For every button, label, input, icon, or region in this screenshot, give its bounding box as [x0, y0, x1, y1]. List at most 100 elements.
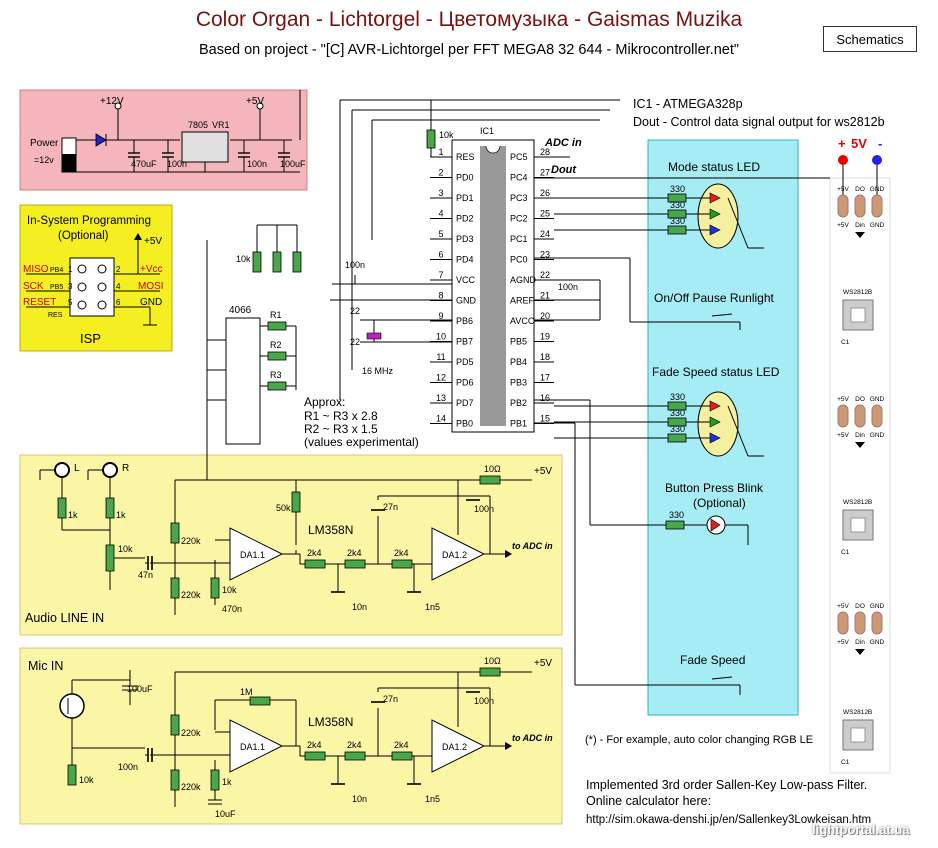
- mode-led-label: Mode status LED: [668, 160, 760, 174]
- pullup-3: [292, 251, 302, 273]
- strip-pad-in-label: GND: [870, 432, 885, 439]
- ic1-pin-name-left: PD2: [456, 214, 474, 224]
- strip-pad: [854, 194, 866, 218]
- mode-led-resistor: [667, 225, 687, 235]
- ic1-chip-label: IC1: [480, 126, 494, 136]
- isp-title: In-System Programming: [27, 215, 151, 227]
- ic1-pin-num-right: 26: [540, 188, 550, 198]
- strip-pad-label: +5V: [837, 603, 849, 610]
- opamp-2-label: DA1.2: [442, 742, 467, 752]
- opamp-1-label: DA1.1: [240, 742, 265, 752]
- blink-r-label: 330: [669, 510, 684, 520]
- c22a-label: 22: [350, 306, 360, 316]
- isp-pin5: 5: [68, 298, 73, 307]
- ic1-pin-name-left: RES: [456, 152, 475, 162]
- r3-resistor: [267, 381, 287, 391]
- c27-label: 27n: [383, 694, 398, 704]
- isp-reset: RESET: [23, 297, 56, 308]
- mic-r1k: [210, 769, 220, 791]
- audio-r1k-r-label: 1k: [116, 510, 126, 520]
- fade-led-resistor: [667, 433, 687, 443]
- isp-pb5: PB5: [50, 284, 63, 291]
- mode-led-resistor-label: 330: [670, 216, 685, 226]
- ic1-pin-num-left: 10: [436, 332, 446, 342]
- mode-led-resistor-label: 330: [670, 184, 685, 194]
- opamp-model-label: LM358N: [308, 715, 353, 729]
- jack-l: [54, 462, 70, 478]
- to-adc-label: to ADC in: [512, 733, 553, 743]
- minus-terminal: [872, 155, 882, 165]
- ic1-pin-num-right: 19: [540, 332, 550, 342]
- r2k4-3-label: 2k4: [394, 740, 409, 750]
- ic1-pin-name-right: PC5: [510, 152, 528, 162]
- ic1-pin-name-left: PD5: [456, 357, 474, 367]
- supply-resistor: [479, 475, 501, 485]
- strip-pad-in-label: Din: [855, 222, 865, 229]
- note-url[interactable]: http://sim.okawa-denshi.jp/en/Sallenkey3…: [586, 814, 871, 826]
- ic1-pin-num-right: 23: [540, 250, 550, 260]
- ic1-pin-name-left: PD1: [456, 193, 474, 203]
- fade-led-label: Fade Speed status LED: [652, 365, 780, 379]
- ic1-pin-name-right: PB1: [510, 419, 527, 429]
- ic1-pin-num-left: 1: [438, 147, 443, 157]
- supply-resistor-label: 10Ω: [484, 464, 501, 474]
- strip-pad-label: DO: [855, 186, 865, 193]
- jack-l-label: L: [74, 463, 80, 474]
- strip-pad: [871, 404, 883, 428]
- audio-c470-label: 470n: [222, 604, 242, 614]
- r2-label: R2: [270, 340, 282, 350]
- strip-pad-label: +5V: [837, 186, 849, 193]
- note-filter-1: Implemented 3rd order Sallen-Key Low-pas…: [586, 778, 867, 792]
- strip-pad-label: GND: [870, 603, 885, 610]
- ic1-pin-name-left: PD3: [456, 234, 474, 244]
- output-arrow: [505, 550, 512, 558]
- r2k4-2: [344, 559, 366, 569]
- res-pullup: [426, 129, 436, 149]
- isp-label: ISP: [80, 331, 101, 346]
- ic1-pin-num-right: 28: [540, 147, 550, 157]
- jack-r-label: R: [122, 463, 129, 474]
- ic1-pin-num-right: 24: [540, 229, 550, 239]
- page-subtitle: Based on project - "[C] AVR-Lichtorgel p…: [198, 42, 740, 58]
- audio-pot50: [291, 491, 301, 513]
- r2k4-1-label: 2k4: [307, 548, 322, 558]
- strip-5v-label: 5V: [851, 136, 867, 151]
- ic1-pin-num-right: 27: [540, 168, 550, 178]
- ic1-pin-name-left: PB6: [456, 316, 473, 326]
- ic1-pin-name-right: AVCC: [510, 316, 535, 326]
- audio-pot50-label: 50k: [276, 503, 291, 513]
- strip-pad-in-label: +5V: [837, 432, 849, 439]
- ic1-pin-name-right: PB4: [510, 357, 527, 367]
- audio-r10k-label: 10k: [222, 585, 237, 595]
- crystal: [366, 332, 382, 340]
- audio-specifics: Audio LINE IN L R 1k 1k 10k 47n 10k 470n…: [25, 462, 301, 625]
- r2k4-1: [304, 559, 326, 569]
- isp-pin2: 2: [116, 265, 121, 274]
- r2-resistor: [267, 351, 287, 361]
- strip-arrow: [855, 649, 865, 655]
- ic1-pin-num-left: 7: [438, 270, 443, 280]
- ic1-pin-name-left: PD6: [456, 378, 474, 388]
- strip-chip-led: [850, 307, 866, 323]
- ic1-pin-num-left: 6: [438, 250, 443, 260]
- bias-resistor-bottom-label: 220k: [181, 590, 201, 600]
- bias-resistor-top: [170, 522, 180, 544]
- c1n5-label: 1n5: [425, 602, 440, 612]
- control-panel: Mode status LED On/Off Pause Runlight Fa…: [534, 160, 780, 695]
- c27-label: 27n: [383, 502, 398, 512]
- strip-chip-led: [850, 517, 866, 533]
- opamp-model-label: LM358N: [308, 523, 353, 537]
- schematics-button[interactable]: Schematics: [823, 26, 917, 52]
- mic-r10k: [67, 764, 77, 786]
- mic-r1k-label: 1k: [222, 777, 232, 787]
- ic1-pin-num-left: 5: [438, 229, 443, 239]
- c470-label: 470uF: [131, 159, 157, 169]
- ic1-pin-num-right: 22: [540, 270, 550, 280]
- isp-pin3: 3: [68, 282, 73, 291]
- r1-resistor: [267, 321, 287, 331]
- dout-note: Dout - Control data signal output for ws…: [633, 115, 885, 129]
- strip-pad-in-label: Din: [855, 639, 865, 646]
